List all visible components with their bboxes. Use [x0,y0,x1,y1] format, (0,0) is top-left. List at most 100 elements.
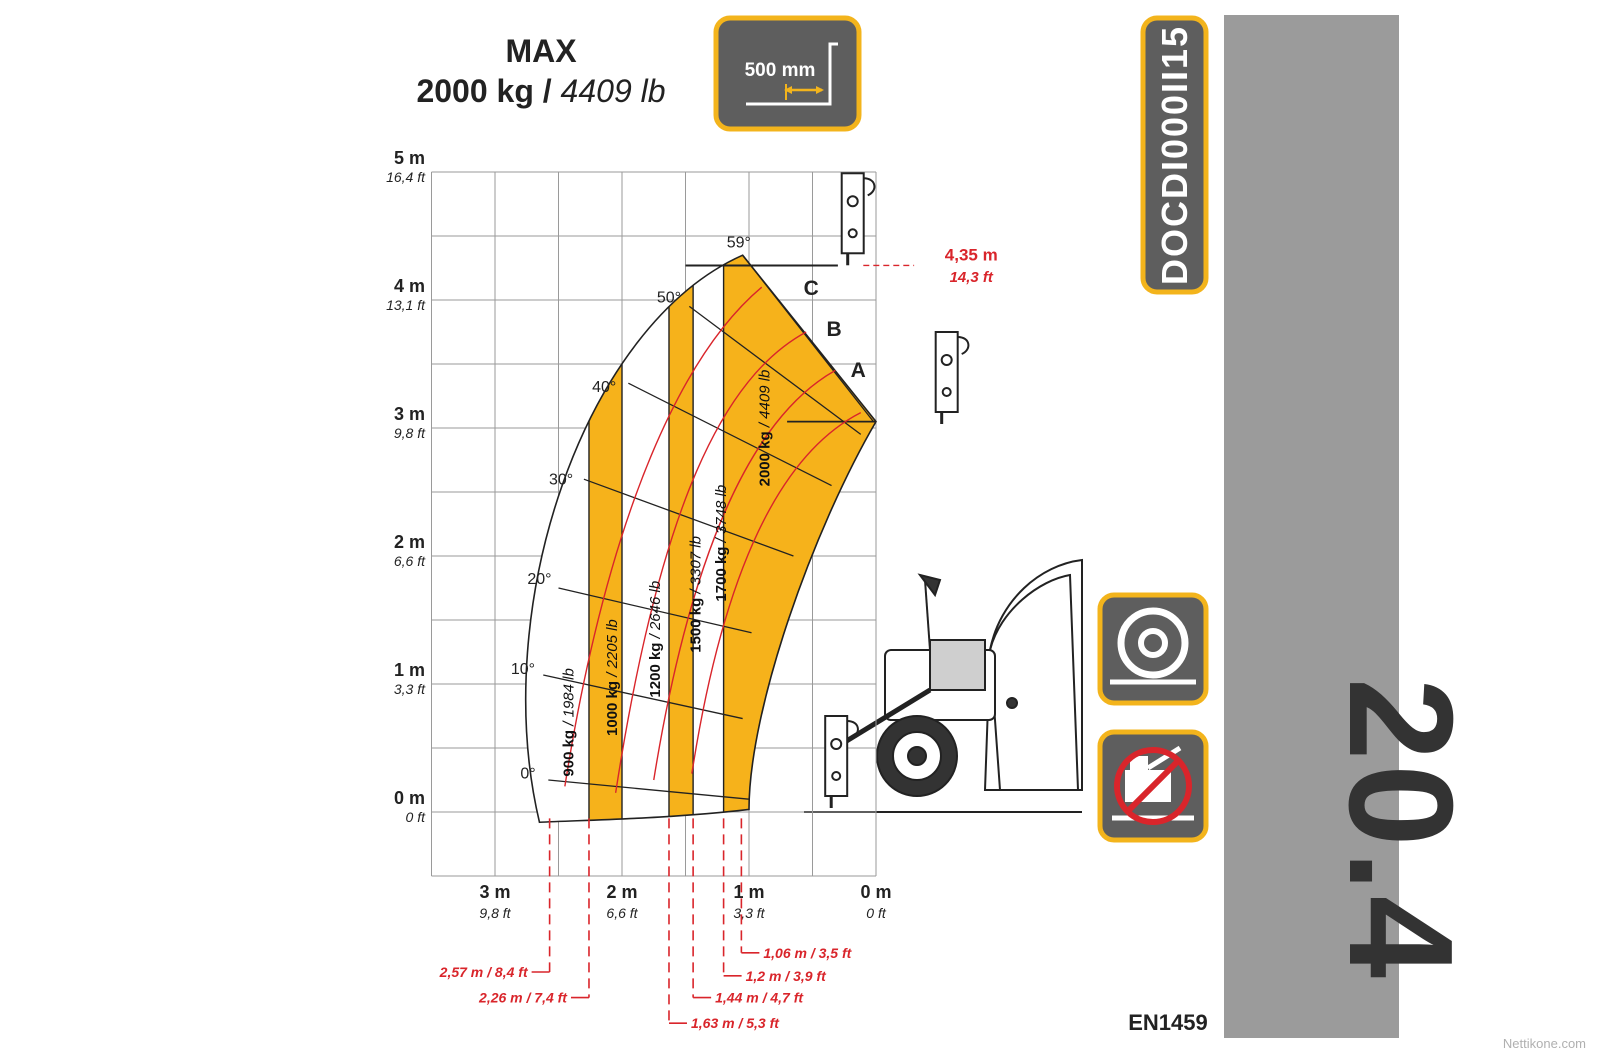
load-zone-band [693,255,724,823]
doc-code-badge [1140,15,1209,295]
load-zone-lb: / 2646 lb [647,581,664,640]
load-zone-lb: / 2205 lb [604,619,621,678]
load-zone-kg: 2000 kg [756,427,773,486]
doc-code: DOCDI000II15 [1154,25,1195,285]
no-stabilizers-icon [1097,729,1209,843]
extension-arcs [564,286,862,793]
extension-mark: A [851,359,866,382]
y-tick-m: 2 m [394,532,425,552]
y-tick-m: 5 m [394,148,425,168]
boom-angle-lines [543,254,876,800]
capacity-kg: 2000 kg [416,73,533,109]
carriage-frame [824,715,849,797]
load-zone-lb: / 4409 lb [756,370,773,429]
y-tick-m: 0 m [394,788,425,808]
reach-label: 1,2 m / 3,9 ft [746,968,827,984]
angle-line-0 [548,779,750,800]
carriage-pin [831,771,842,781]
load-zone-fills [525,255,876,823]
carriage-hook [847,720,859,739]
load-zone-label: 900 kg / 1984 lb [561,668,578,776]
x-tick-ft: 3,3 ft [733,905,765,921]
extension-arc-2 [653,369,836,781]
y-tick-ft: 6,6 ft [394,553,426,569]
x-tick-ft: 9,8 ft [479,905,511,921]
y-tick-ft: 9,8 ft [394,425,426,441]
carriage-pin [940,354,953,366]
y-tick-ft: 13,1 ft [386,297,426,313]
telehandler-machine [838,558,1083,797]
load-zones [524,254,877,824]
carriage-pin [830,738,843,750]
reach-label: 2,57 m / 8,4 ft [439,964,529,980]
envelope-outline [524,254,877,824]
carriage-hook [957,336,970,355]
fork-carriage-top [840,172,876,266]
y-tick-ft: 0 ft [406,809,427,825]
carriage-frame [934,331,959,413]
y-tick-m: 1 m [394,660,425,680]
watermark: Nettikone.com [1503,1036,1586,1051]
max-label: MAX [505,33,577,69]
load-zone-label: 1500 kg / 3307 lb [688,536,705,653]
load-zone-kg: 900 kg [561,726,578,777]
load-center-label: 500 mm [745,60,816,81]
angle-line-6 [742,254,874,423]
angle-line-4 [628,382,832,487]
tyre-icon [1097,592,1209,706]
carriage-pin [846,195,859,208]
extension-mark: C [804,277,819,300]
load-zone-lb: / 3748 lb [713,485,730,544]
extension-arc-1 [614,331,807,793]
load-zone-label: 1700 kg / 3748 lb [713,485,730,602]
reach-label: 1,06 m / 3,5 ft [763,945,852,961]
standard-label: EN1459 [1128,1010,1208,1035]
load-zone-label: 2000 kg / 4409 lb [756,370,773,487]
angle-label: 59° [727,235,751,252]
load-zone-label: 1000 kg / 2205 lb [604,619,621,736]
load-zone-kg: 1700 kg [713,542,730,601]
load-zone-kg: 1000 kg [604,677,621,736]
fork-carriages [824,172,970,808]
y-tick-m: 4 m [394,276,425,296]
model-number: 20.4 [1318,678,1483,982]
angle-line-1 [543,674,743,720]
angle-line-3 [583,478,794,557]
carriage-pin [941,387,952,397]
x-tick-ft: 0 ft [866,905,887,921]
fork-load-center-icon: 500 mm [713,15,862,132]
angle-label: 50° [657,290,681,307]
fork-carriage-retracted [934,331,970,424]
angle-label: 40° [592,379,616,396]
carriage-frame [840,172,865,255]
angle-label: 0° [520,766,535,783]
x-tick-m: 2 m [606,882,637,902]
load-zone-kg: 1500 kg [688,594,705,653]
load-zone-kg: 1200 kg [647,638,664,697]
y-tick-m: 3 m [394,404,425,424]
x-tick-m: 3 m [479,882,510,902]
angle-label: 30° [549,471,573,488]
x-tick-m: 1 m [733,882,764,902]
reach-label: 1,44 m / 4,7 ft [715,990,804,1006]
capacity-separator: / [543,73,552,109]
load-zone-lb: / 1984 lb [561,668,578,727]
carriage-pin [847,228,858,239]
load-zone-label: 1200 kg / 2646 lb [647,581,664,698]
extension-arc-3 [691,412,862,774]
side-band [1224,15,1399,1038]
x-tick-m: 0 m [860,882,891,902]
load-zone-band [622,255,669,823]
max-height-ft: 14,3 ft [950,269,994,286]
load-zone-band [668,255,694,823]
max-height-m: 4,35 m [945,245,998,264]
fork-carriage-ground [824,715,859,808]
y-tick-ft: 16,4 ft [386,169,426,185]
reach-label: 2,26 m / 7,4 ft [478,990,568,1006]
reach-label: 1,63 m / 5,3 ft [691,1015,780,1031]
x-tick-ft: 6,6 ft [606,905,638,921]
angle-line-5 [688,305,862,435]
extension-mark: B [827,318,842,341]
